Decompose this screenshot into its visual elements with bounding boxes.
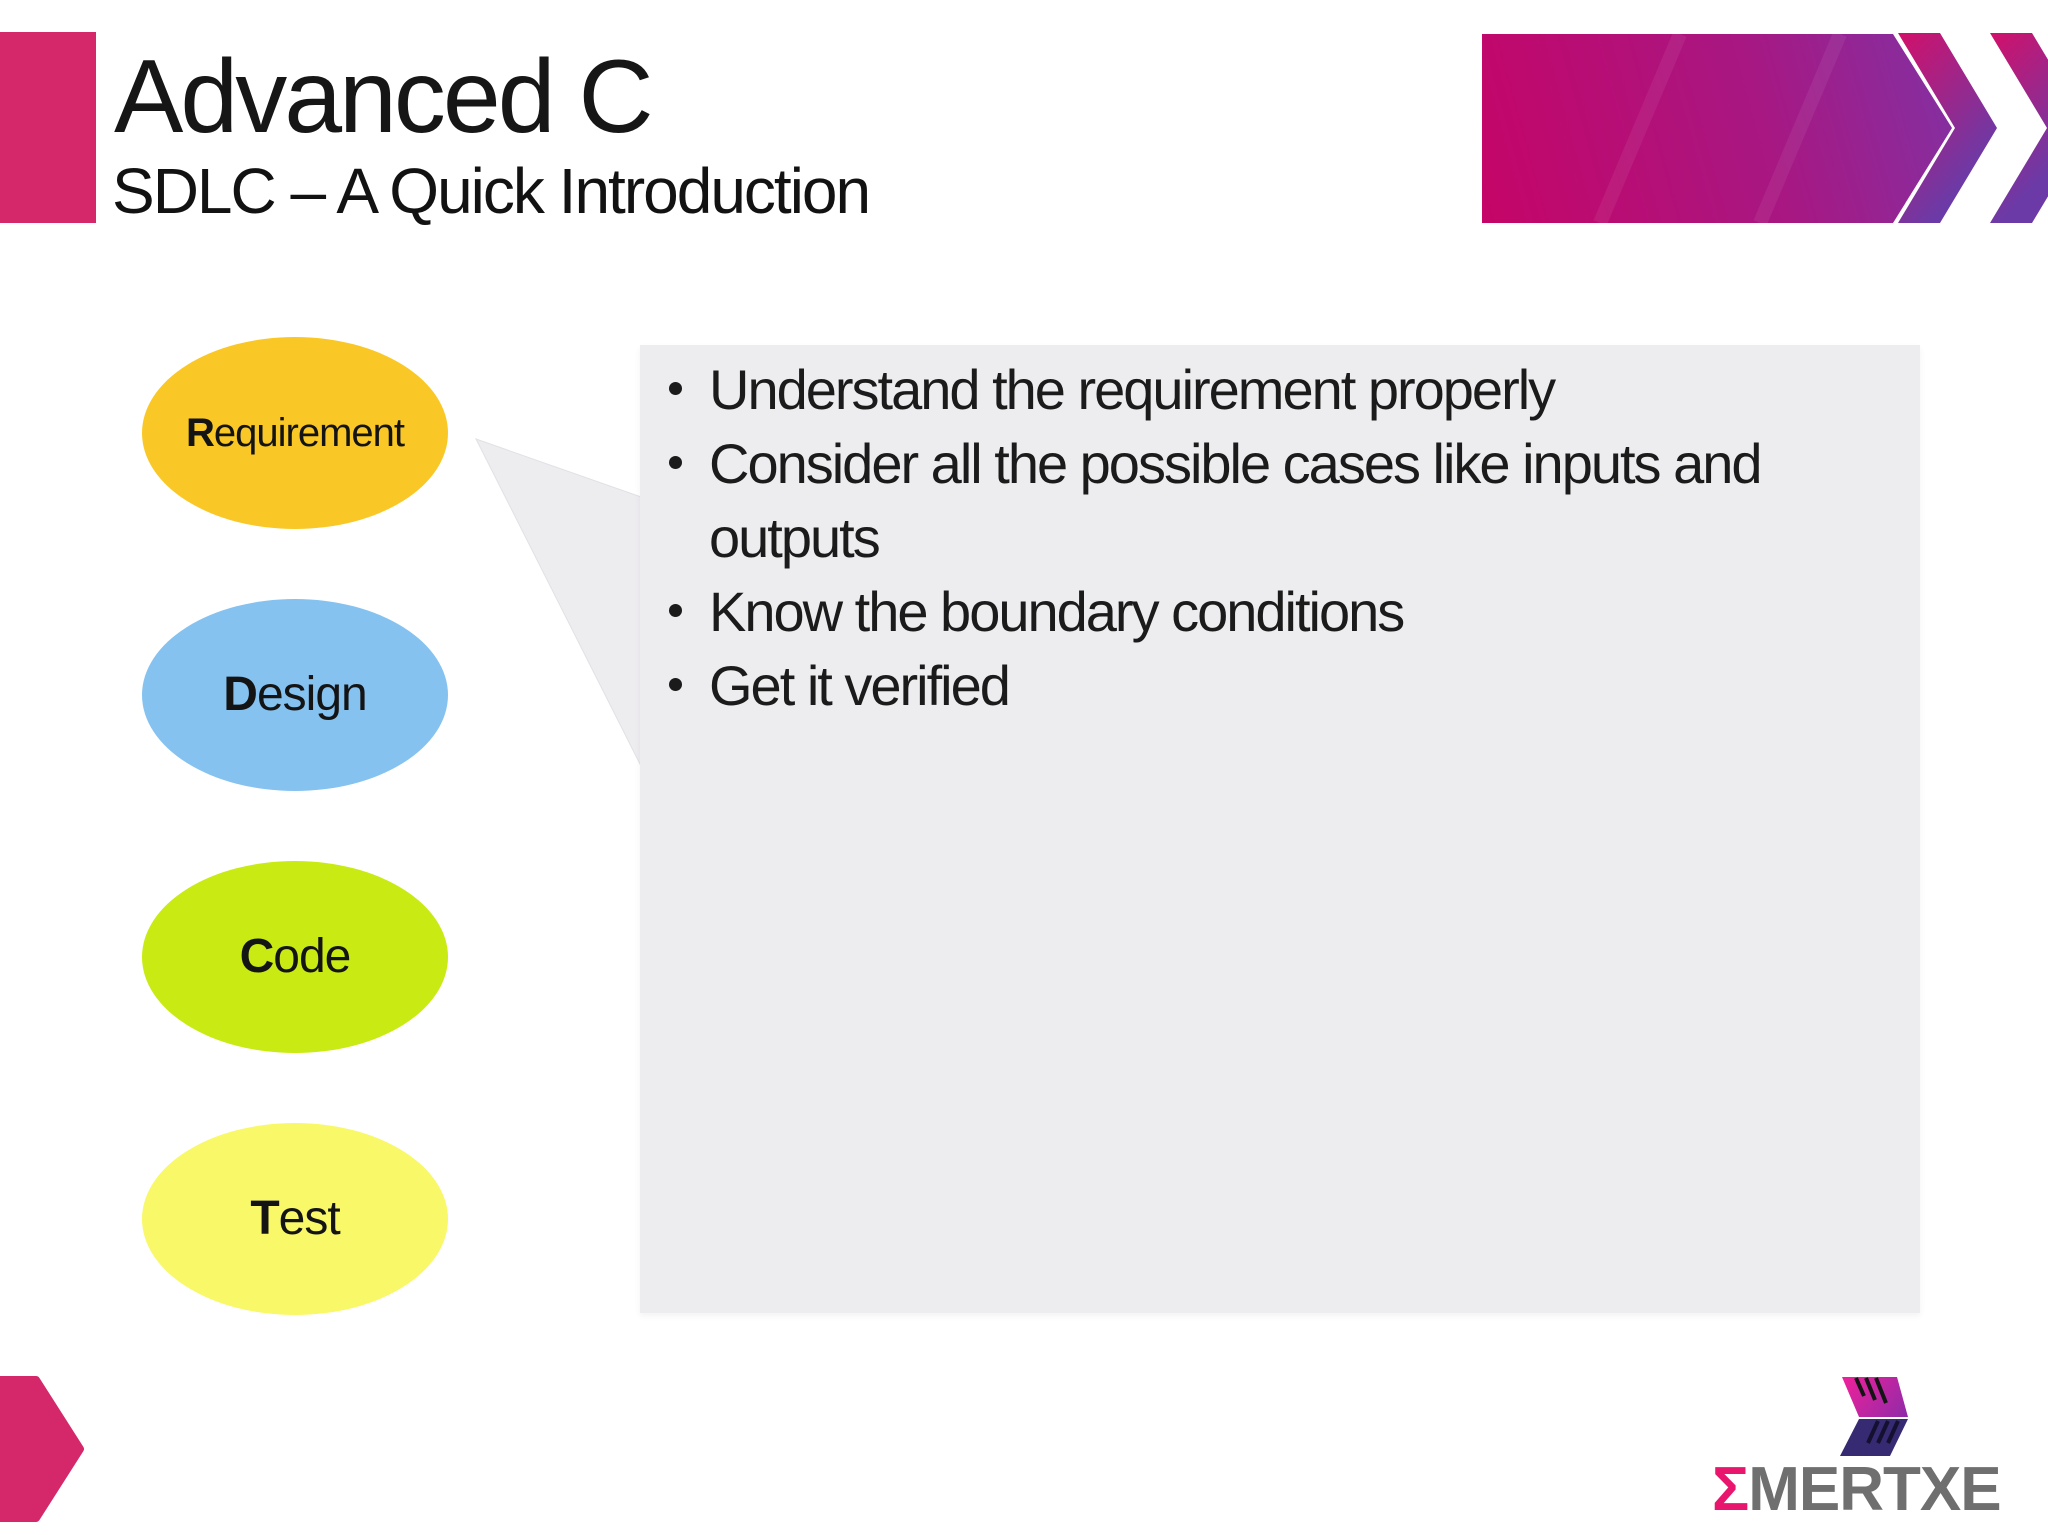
stage-label: Test (250, 1192, 340, 1245)
title-accent-bar (0, 32, 96, 223)
sdlc-stage-design: Design (142, 599, 448, 791)
callout-box: Understand the requirement properly Cons… (640, 345, 1920, 1313)
banner-chevron-2 (1990, 33, 2048, 223)
stage-label: Requirement (185, 411, 405, 455)
page-title: Advanced C (114, 39, 654, 155)
banner-arrow (1482, 34, 1952, 223)
logo-arrow-icon (1840, 1377, 1908, 1456)
corner-arrow (0, 1376, 84, 1522)
stage-label: Code (239, 930, 352, 983)
banner-chevron-1 (1898, 33, 1997, 223)
bullet-item: Know the boundary conditions (669, 575, 1864, 649)
sdlc-stage-test: Test (142, 1123, 448, 1315)
bullet-item: Get it verified (669, 649, 1864, 723)
logo-brand-text: MERTXE (1748, 1455, 2001, 1524)
callout-tail (474, 438, 645, 773)
bullet-item: Consider all the possible cases like inp… (669, 427, 1864, 575)
banner-streaks (1593, 31, 1847, 226)
bullet-list: Understand the requirement properly Cons… (669, 353, 1864, 723)
sdlc-stage-requirement: Requirement (142, 337, 448, 529)
logo-sigma: Σ (1712, 1455, 1749, 1524)
sdlc-stage-code: Code (142, 861, 448, 1053)
stage-label: Design (223, 668, 367, 721)
logo-wordmark: ΣMERTXE (1712, 1459, 2002, 1521)
bullet-item: Understand the requirement properly (669, 353, 1864, 427)
page-subtitle: SDLC – A Quick Introduction (112, 155, 871, 227)
